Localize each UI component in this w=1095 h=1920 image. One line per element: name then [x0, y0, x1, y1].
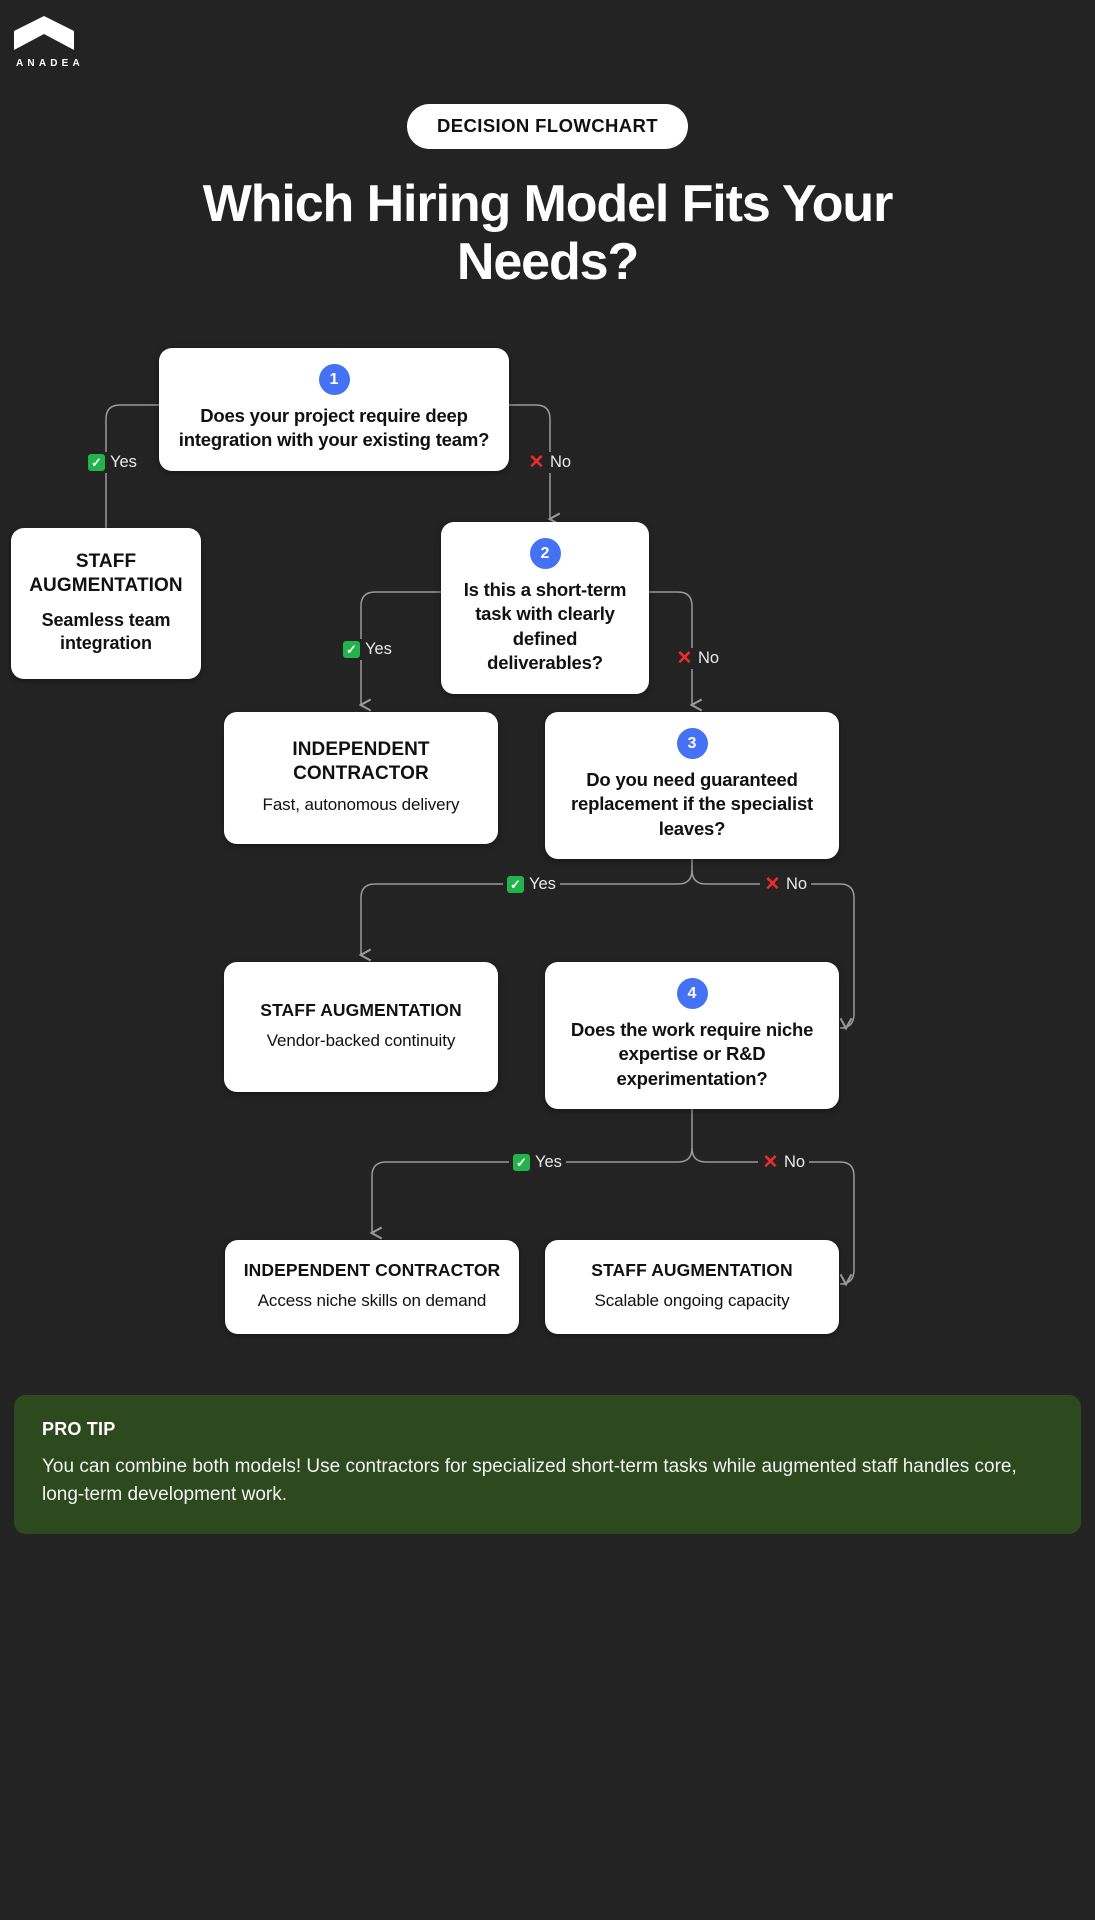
outcome-card-5[interactable]: STAFF AUGMENTATION Scalable ongoing capa…	[545, 1240, 839, 1334]
outcome-desc-5: Scalable ongoing capacity	[594, 1290, 790, 1310]
outcome-card-4[interactable]: INDEPENDENT CONTRACTOR Access niche skil…	[225, 1240, 519, 1334]
brand-logo: ANADEA	[14, 16, 134, 69]
page-header: DECISION FLOWCHART Which Hiring Model Fi…	[0, 104, 1095, 291]
step-badge-4: 4	[676, 978, 708, 1009]
outcome-desc-3: Vendor-backed continuity	[266, 1030, 456, 1050]
check-mark-icon: ✓	[88, 454, 105, 471]
outcome-title-4: INDEPENDENT CONTRACTOR	[243, 1260, 501, 1280]
question-text-4: Does the work require niche expertise or…	[570, 1019, 814, 1089]
chevron-logo-icon	[14, 16, 74, 50]
edge-label-text: No	[550, 453, 572, 471]
edge-label-q3-no: ✕ No	[760, 874, 812, 895]
cross-mark-icon: ✕	[528, 452, 545, 473]
question-text-2: Is this a short-term task with clearly d…	[463, 579, 627, 674]
edge-label-text: Yes	[365, 640, 392, 658]
check-mark-icon: ✓	[513, 1154, 530, 1171]
edge-label-q1-yes: ✓ Yes	[84, 452, 141, 473]
outcome-title-5: STAFF AUGMENTATION	[591, 1260, 793, 1280]
question-card-2[interactable]: 2 Is this a short-term task with clearly…	[441, 522, 649, 694]
edge-label-q3-yes: ✓ Yes	[503, 874, 560, 895]
page-title: Which Hiring Model Fits Your Needs?	[202, 175, 894, 292]
edge-label-q2-no: ✕ No	[672, 648, 724, 669]
edge-label-text: Yes	[529, 875, 556, 893]
cross-mark-icon: ✕	[676, 648, 693, 669]
pro-tip-title: PRO TIP	[42, 1419, 116, 1439]
outcome-desc-2: Fast, autonomous delivery	[262, 794, 460, 814]
step-badge-3: 3	[676, 728, 708, 759]
edge-label-q2-yes: ✓ Yes	[339, 639, 396, 660]
outcome-card-3[interactable]: STAFF AUGMENTATION Vendor-backed continu…	[224, 962, 498, 1092]
decision-flowchart-badge: DECISION FLOWCHART	[407, 104, 688, 149]
edge-label-text: Yes	[110, 453, 137, 471]
outcome-title-1: STAFF AUGMENTATION	[29, 551, 183, 596]
cross-mark-icon: ✕	[764, 874, 781, 895]
edge-label-text: No	[786, 875, 808, 893]
edge-label-text: Yes	[535, 1153, 562, 1171]
outcome-title-3: STAFF AUGMENTATION	[260, 1000, 462, 1020]
edge-label-text: No	[698, 649, 720, 667]
edge-label-q4-yes: ✓ Yes	[509, 1152, 566, 1173]
brand-name: ANADEA	[16, 58, 84, 69]
edge-label-q1-no: ✕ No	[524, 452, 576, 473]
step-badge-1: 1	[318, 364, 350, 395]
question-text-1: Does your project require deep integrati…	[178, 405, 490, 451]
question-card-4[interactable]: 4 Does the work require niche expertise …	[545, 962, 839, 1110]
check-mark-icon: ✓	[343, 641, 360, 658]
question-card-1[interactable]: 1 Does your project require deep integra…	[159, 348, 509, 471]
step-badge-2: 2	[529, 538, 561, 569]
edge-label-text: No	[784, 1153, 806, 1171]
outcome-card-1[interactable]: STAFF AUGMENTATION Seamless team integra…	[11, 528, 201, 680]
cross-mark-icon: ✕	[762, 1152, 779, 1173]
pro-tip-body: You can combine both models! Use contrac…	[42, 1456, 1017, 1505]
question-text-3: Do you need guaranteed replacement if th…	[571, 769, 813, 839]
outcome-desc-1: Seamless team integration	[41, 609, 171, 653]
pro-tip-banner: PRO TIP You can combine both models! Use…	[14, 1395, 1081, 1535]
outcome-title-2: INDEPENDENT CONTRACTOR	[292, 739, 430, 784]
edge-label-q4-no: ✕ No	[758, 1152, 810, 1173]
outcome-desc-4: Access niche skills on demand	[257, 1290, 487, 1310]
check-mark-icon: ✓	[507, 876, 524, 893]
question-card-3[interactable]: 3 Do you need guaranteed replacement if …	[545, 712, 839, 860]
outcome-card-2[interactable]: INDEPENDENT CONTRACTOR Fast, autonomous …	[224, 712, 498, 844]
